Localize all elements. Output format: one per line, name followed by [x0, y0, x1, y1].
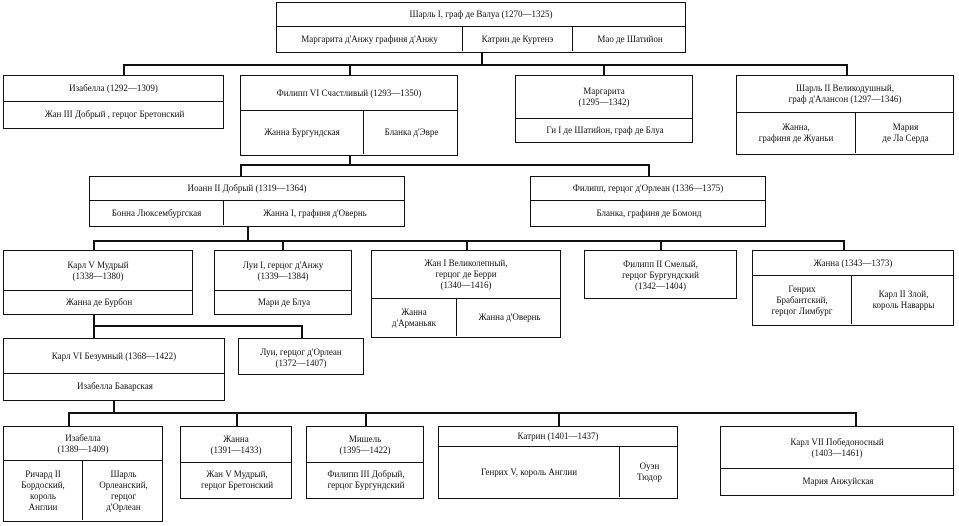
spouse-cell: Шарль Орлеанский, герцог д'Орлеан [82, 461, 164, 520]
spouse-cell: Бонна Люксембургская [111, 207, 202, 218]
person-name: Луи I, герцог д'Анжу (1339—1384) [215, 251, 351, 291]
connector-line [843, 240, 845, 250]
connector-line [466, 240, 468, 250]
person-box-michelle: Мишель (1395—1422) Филипп III Добрый, гер… [306, 426, 424, 499]
spouse-cell: Бланка д'Эвре [363, 111, 459, 154]
spouse-cell: Жанна д'Арманьяк [391, 306, 437, 328]
connector-line [68, 412, 70, 426]
connector-line [855, 412, 857, 426]
spouse-cell: Мари де Блуа [257, 296, 311, 307]
person-box-philippe-vi: Филипп VI Счастливый (1293—1350) Жанна Бу… [240, 75, 458, 156]
person-box-jeanne-1343: Жанна (1343—1373) Генрих Брабантский, гер… [752, 250, 954, 326]
person-box-louis-orleans: Луи, герцог д'Орлеан (1372—1407) [238, 338, 364, 375]
person-box-marguerite-1295: Маргарита (1295—1342) Ги I де Шатийон, гр… [515, 75, 693, 143]
spouse-cell: Мария Анжуйская [802, 476, 874, 486]
connector-line [558, 412, 560, 426]
person-name: Луи, герцог д'Орлеан (1372—1407) [260, 346, 342, 368]
connector-line [365, 412, 367, 426]
person-box-jean-ii: Иоанн II Добрый (1319—1364) Бонна Люксемб… [89, 176, 405, 227]
person-name: Шарль II Великодушный, граф д'Алансон (1… [737, 76, 953, 113]
spouse-cell: Жанна де Бурбон [65, 296, 133, 307]
person-name: Изабелла (1292—1309) [4, 76, 223, 102]
connector-line [846, 64, 848, 75]
connector-line [481, 53, 483, 64]
spouse-cell: Мао де Шатийон [572, 27, 687, 51]
person-name: Маргарита (1295—1342) [516, 76, 692, 119]
connector-line [349, 156, 351, 164]
connector-line [349, 64, 351, 75]
person-box-charles-v: Карл V Мудрый (1338—1380) Жанна де Бурбон [3, 250, 193, 315]
spouse-cell: Изабелла Баварская [77, 381, 153, 391]
person-box-philippe-ii-bourgogne: Филипп II Смелый, герцог Бургундский (13… [584, 250, 737, 299]
connector-line [236, 412, 238, 426]
connector-line [123, 64, 125, 75]
spouse-cell: Генрих Брабантский, герцог Лимбург [771, 283, 833, 316]
person-box-jeanne-1391: Жанна (1391—1433) Жан V Мудрый, герцог Бр… [180, 426, 292, 499]
spouse-cell: Жанна I, графиня д'Овернь [223, 201, 406, 225]
person-name: Иоанн II Добрый (1319—1364) [90, 177, 404, 201]
connector-line [660, 240, 662, 250]
spouse-cell: Карл II Злой, король Наварры [851, 276, 955, 324]
spouse-cell: Филипп III Добрый, герцог Бургундский [327, 469, 405, 490]
person-name: Жан I Великолепный, герцог де Берри (134… [372, 251, 560, 299]
person-box-catherine: Катрин (1401—1437) Генрих V, король Англи… [438, 426, 678, 499]
spouse-cell: Ричард II Бордоский, король Англии [21, 468, 65, 512]
connector-line [123, 64, 847, 66]
person-box-philippe-orleans: Филипп, герцог д'Орлеан (1336—1375) Бланк… [530, 176, 766, 227]
person-box-isabelle-1292: Изабелла (1292—1309) Жан III Добрый , гер… [3, 75, 224, 129]
person-box-charles-valois: Шарль I, граф де Валуа (1270—1325) Маргар… [276, 2, 686, 53]
connector-line [68, 412, 856, 414]
connector-line [93, 325, 302, 327]
spouse-cell: Бланка, графиня де Бомонд [596, 207, 702, 218]
person-box-isabelle-1389: Изабелла (1389—1409) Ричард II Бордоский,… [3, 426, 163, 522]
connector-line [282, 240, 284, 250]
connector-line [301, 325, 303, 338]
person-box-charles-ii-alencon: Шарль II Великодушный, граф д'Алансон (1… [736, 75, 954, 155]
person-name: Изабелла (1389—1409) [4, 427, 162, 461]
person-name: Мишель (1395—1422) [307, 427, 423, 463]
person-box-charles-vi: Карл VI Безумный (1368—1422) Изабелла Бав… [3, 338, 225, 401]
spouse-cell: Жанна д'Овернь [456, 299, 562, 336]
person-name: Катрин (1401—1437) [439, 427, 677, 447]
spouse-cell: Катрин де Куртенэ [462, 27, 572, 51]
person-name: Филипп VI Счастливый (1293—1350) [241, 76, 457, 111]
person-name: Филипп II Смелый, герцог Бургундский (13… [622, 259, 699, 291]
connector-line [603, 64, 605, 75]
spouse-cell: Генрих V, король Англии [480, 466, 578, 477]
person-name: Шарль I, граф де Валуа (1270—1325) [277, 3, 685, 27]
connector-line [113, 401, 115, 412]
person-name: Филипп, герцог д'Орлеан (1336—1375) [531, 177, 765, 201]
spouse-cell: Маргарита д'Анжу графиня д'Анжу [301, 33, 438, 44]
connector-line [247, 227, 249, 240]
connector-line [240, 164, 242, 176]
spouse-cell: Жанна Бургундская [264, 127, 340, 137]
spouse-cell: Ги I де Шатийон, граф де Блуа [546, 124, 664, 135]
spouse-cell: Жан III Добрый , герцог Бретонский [44, 109, 185, 119]
person-box-charles-vii: Карл VII Победоносный (1403—1461) Мария А… [720, 426, 954, 496]
connector-line [93, 325, 95, 338]
spouse-cell: Мария де Ла Серда [855, 113, 955, 153]
connector-line [648, 164, 650, 176]
spouse-cell: Жан V Мудрый, герцог Бретонский [200, 469, 274, 490]
person-box-jean-berry: Жан I Великолепный, герцог де Берри (134… [371, 250, 561, 338]
connector-line [240, 164, 649, 166]
person-name: Карл VI Безумный (1368—1422) [4, 339, 224, 374]
person-name: Карл VII Победоносный (1403—1461) [721, 427, 953, 469]
person-name: Жанна (1391—1433) [181, 427, 291, 463]
spouse-cell: Жанна, графиня де Жуаньи [758, 122, 834, 143]
connector-line [93, 315, 95, 325]
connector-line [93, 240, 844, 242]
spouse-cell: Оуэн Тюдор [619, 447, 679, 497]
connector-line [93, 240, 95, 250]
person-name: Жанна (1343—1373) [753, 251, 953, 276]
person-name: Карл V Мудрый (1338—1380) [4, 251, 192, 291]
person-box-louis-anjou: Луи I, герцог д'Анжу (1339—1384) Мари де … [214, 250, 352, 315]
